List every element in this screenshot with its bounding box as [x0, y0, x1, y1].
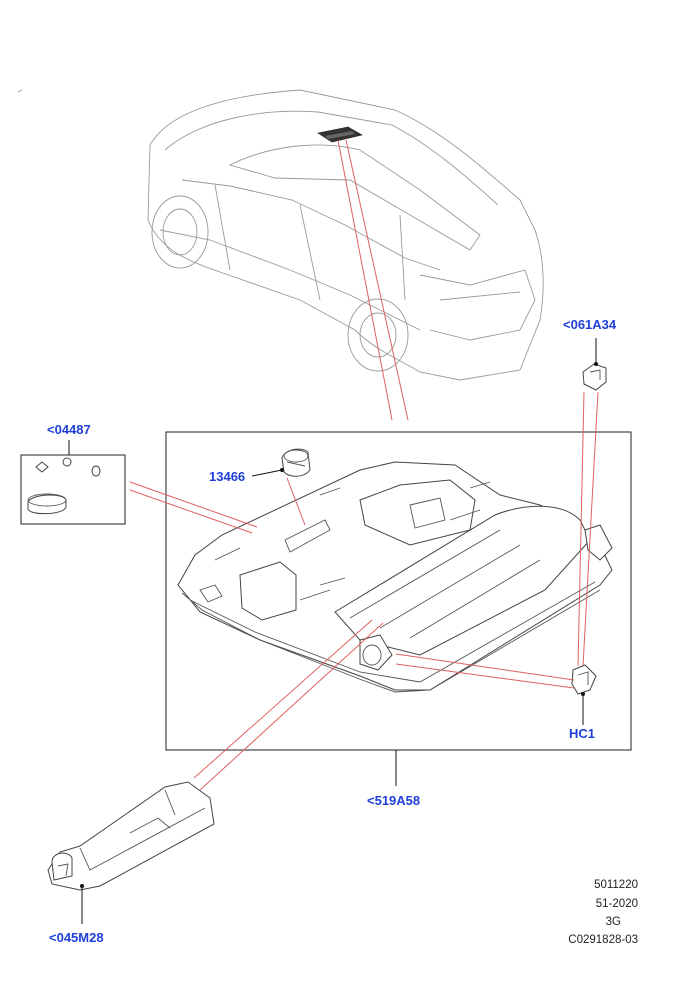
leader-lines-roof	[337, 139, 409, 421]
lens-cover-part	[47, 781, 215, 891]
assembly-frame	[165, 431, 632, 751]
footer-code-4: C0291828-03	[568, 934, 638, 946]
kit-box-parts	[27, 457, 101, 515]
callout-lens-cover[interactable]: <045M28	[49, 930, 104, 945]
callout-knob[interactable]: 13466	[209, 469, 246, 484]
vehicle-outline	[147, 89, 544, 381]
knob-part	[281, 448, 311, 477]
footer-code-1: 5011220	[594, 879, 638, 891]
overhead-console	[177, 461, 613, 693]
callout-clip[interactable]: HC1	[569, 726, 596, 741]
kit-box-frame	[20, 454, 126, 525]
callout-console-assembly[interactable]: <519A58	[367, 793, 421, 808]
bracket-part	[582, 363, 607, 391]
footer-code-2: 51-2020	[595, 898, 638, 910]
footer-code-3: 3G	[605, 916, 621, 928]
clip-part	[571, 664, 597, 695]
callout-bracket[interactable]: <061A34	[563, 317, 617, 332]
callout-kit-box[interactable]: <04487	[47, 422, 91, 437]
